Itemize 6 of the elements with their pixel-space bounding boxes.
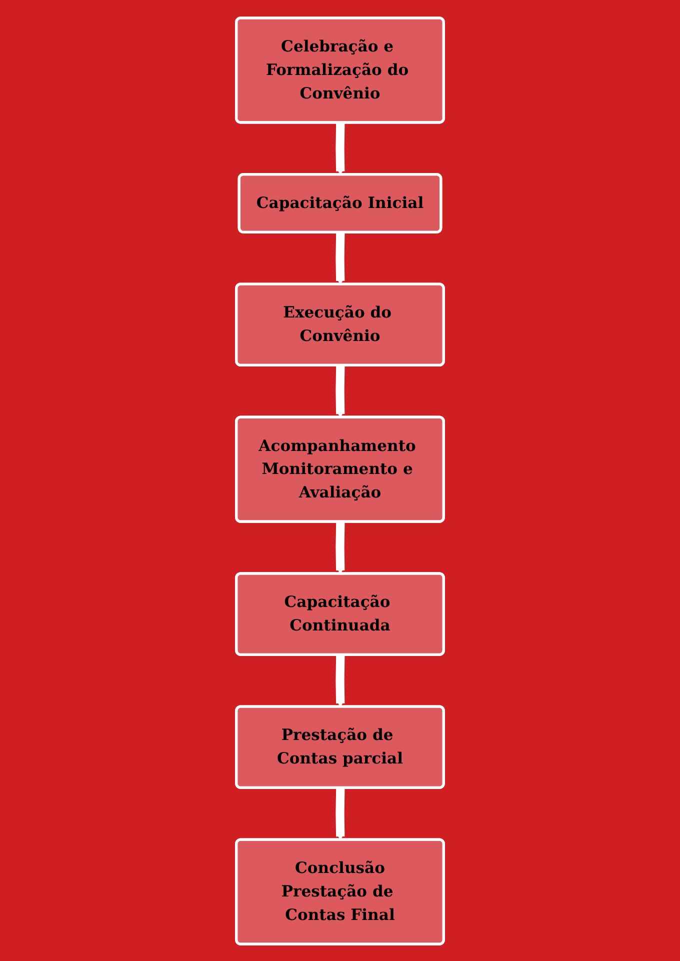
arrow (336, 788, 345, 840)
arrow (336, 654, 345, 707)
arrow (336, 232, 345, 284)
arrow (336, 365, 345, 418)
arrow (336, 122, 345, 175)
arrow (336, 521, 345, 574)
